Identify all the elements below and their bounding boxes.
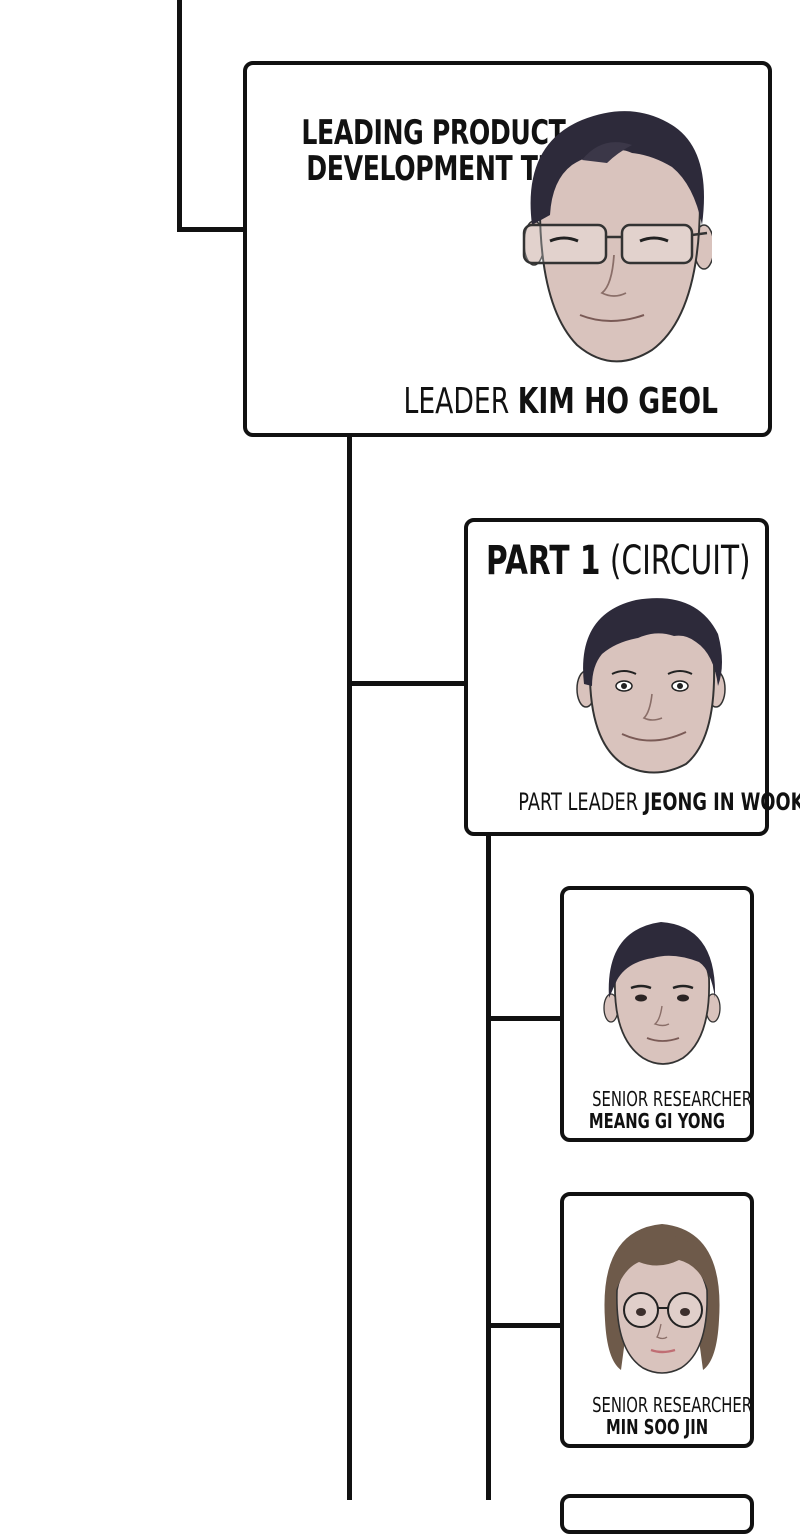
team-leader-role: LEADER xyxy=(403,381,510,422)
team-title-line1: LEADING PRODUCT xyxy=(301,113,566,153)
member2-label: SENIOR RESEARCHER MIN SOO JIN xyxy=(564,1393,753,1439)
connector-part1-branch xyxy=(347,681,468,686)
member2-role: SENIOR RESEARCHER xyxy=(592,1393,753,1417)
part1-leader-line: PART LEADER JEONG IN WOOK xyxy=(468,788,800,816)
connector-member2-branch xyxy=(486,1323,563,1328)
part1-title-sub: (CIRCUIT) xyxy=(609,538,751,584)
part1-leader-portrait xyxy=(576,598,726,774)
part1-leader-name: JEONG IN WOOK xyxy=(643,788,800,816)
part1-card: PART 1 (CIRCUIT) PART LEADER JEONG IN WO… xyxy=(464,518,800,836)
connector-team-trunk xyxy=(347,434,352,1500)
member-card-1: SENIOR RESEARCHER MEANG GI YONG xyxy=(560,886,754,1142)
team-leader-portrait xyxy=(522,111,712,363)
team-card: LEADING PRODUCT DEVELOPMENT TEAM LEADER … xyxy=(243,61,772,437)
member1-label: SENIOR RESEARCHER MEANG GI YONG xyxy=(564,1087,753,1133)
part1-title-number: PART 1 xyxy=(486,538,601,584)
team-leader-name: KIM HO GEOL xyxy=(517,381,718,422)
team-title: LEADING PRODUCT DEVELOPMENT TEAM xyxy=(255,115,598,187)
member2-name: MIN SOO JIN xyxy=(605,1415,709,1439)
part1-title: PART 1 (CIRCUIT) xyxy=(486,538,800,584)
connector-top-vertical xyxy=(177,0,182,232)
connector-part1-trunk xyxy=(486,833,491,1500)
member1-portrait xyxy=(603,922,721,1065)
member1-role: SENIOR RESEARCHER xyxy=(592,1087,753,1111)
member-card-3-partial xyxy=(560,1494,754,1534)
member2-portrait xyxy=(604,1224,720,1374)
team-leader-line: LEADER KIM HO GEOL xyxy=(293,381,718,422)
connector-top-horizontal xyxy=(177,227,247,232)
member1-name: MEANG GI YONG xyxy=(588,1109,726,1133)
member-card-2: SENIOR RESEARCHER MIN SOO JIN xyxy=(560,1192,754,1448)
part1-leader-role: PART LEADER xyxy=(518,788,639,816)
connector-member1-branch xyxy=(486,1016,563,1021)
